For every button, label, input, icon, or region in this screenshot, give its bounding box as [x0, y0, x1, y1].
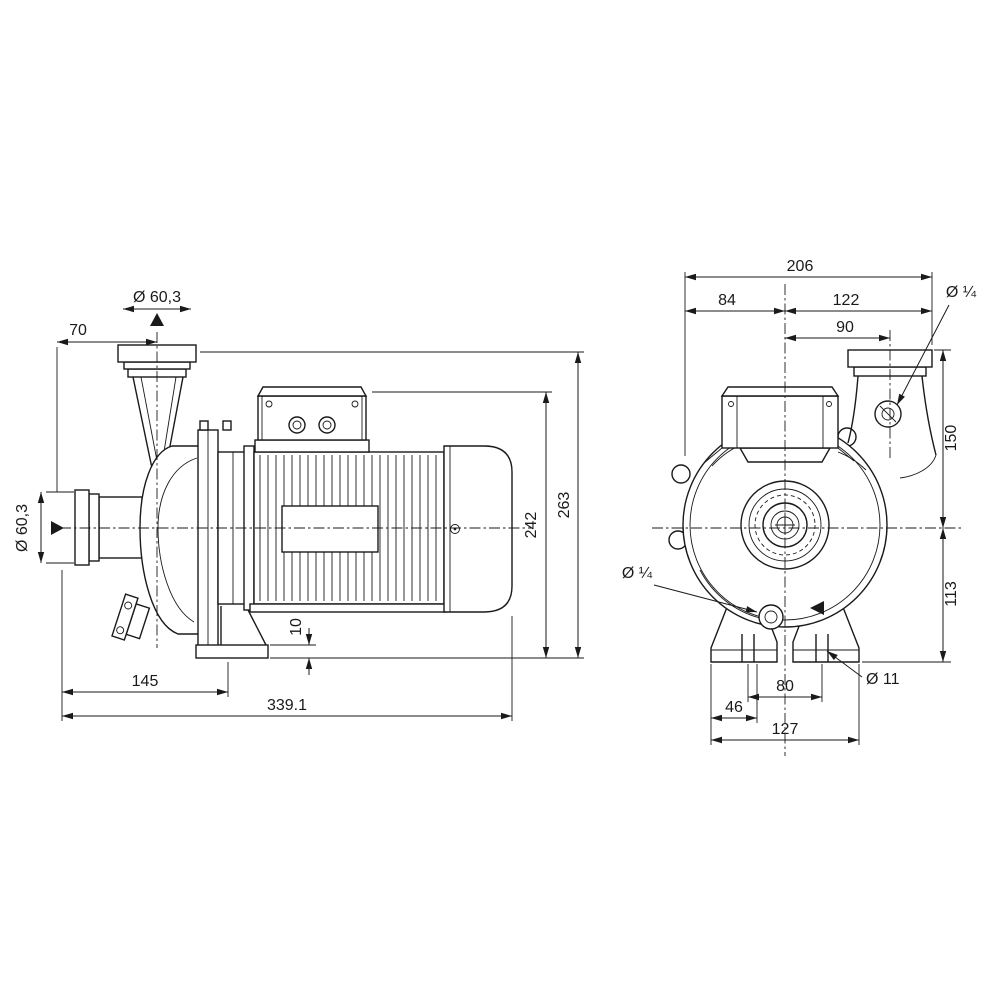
dim-label: 122 [833, 292, 860, 309]
dim-plug-top: Ø ¼ [896, 284, 977, 406]
lid-screw-icon [351, 400, 359, 408]
suction-pipe [74, 489, 143, 566]
dim-90: 90 [785, 319, 890, 342]
dim-label: 145 [132, 673, 159, 690]
dim-84: 84 [685, 292, 785, 315]
dim-127: 127 [711, 664, 860, 745]
volute-lug [671, 464, 691, 484]
dim-145: 145 [61, 570, 229, 697]
terminal-box-lid [720, 386, 840, 397]
leader-line [896, 304, 950, 406]
lid-screw-icon [728, 401, 734, 407]
dim-label: Ø 11 [866, 671, 900, 688]
fan-cover [443, 445, 513, 613]
dim-242: 242 [372, 391, 552, 658]
dim-339-1: 339.1 [61, 616, 513, 721]
dim-plug-drain: Ø ¼ [622, 565, 758, 613]
dim-hole-diameter: Ø 11 [826, 650, 900, 688]
dim-label: 10 [288, 618, 305, 636]
flow-up-icon [150, 313, 164, 326]
dim-label: 84 [718, 292, 736, 309]
terminal-box-lid [256, 386, 368, 397]
side-view-dimensions: 70 Ø 60,3 Ø 60,3 145 339.1 10 [14, 289, 584, 721]
side-view-drawing [60, 332, 532, 659]
bolt-icon [116, 626, 125, 635]
dim-label: 127 [772, 721, 799, 738]
mounting-slot-left [741, 634, 755, 662]
top-port [132, 376, 184, 474]
dim-122: 122 [785, 292, 932, 315]
dim-113: 113 [862, 528, 960, 663]
dim-label: Ø ¼ [622, 565, 653, 582]
leader-line [653, 584, 758, 613]
bolt-icon [124, 601, 133, 610]
lid-screw-icon [826, 401, 832, 407]
dim-70: 70 [56, 322, 157, 492]
dim-label: 90 [836, 319, 854, 336]
foot-plate [195, 644, 269, 659]
dim-diameter-left-port: Ø 60,3 [14, 491, 74, 564]
drain-boss [111, 593, 151, 641]
bolt-head [199, 420, 209, 431]
nameplate [281, 505, 379, 553]
lid-screw-icon [265, 400, 273, 408]
dim-label: 150 [943, 425, 960, 452]
front-view-drawing [652, 284, 964, 756]
dim-80: 80 [747, 664, 823, 702]
dim-label: 70 [69, 322, 87, 339]
bolt-head [222, 420, 232, 431]
leader-line [826, 650, 863, 678]
flow-right-icon [51, 521, 64, 535]
dim-label: 339.1 [267, 697, 307, 714]
terminal-box-front [703, 386, 855, 464]
dim-diameter-top-port: Ø 60,3 [123, 289, 191, 326]
dim-label: 80 [776, 678, 794, 695]
dim-label: 263 [556, 492, 573, 519]
drain-plug [758, 601, 824, 630]
cable-gland-icon [288, 416, 306, 434]
dim-label: Ø ¼ [946, 284, 977, 301]
dim-label: Ø 60,3 [133, 289, 181, 306]
drain-arrow-icon [810, 601, 824, 615]
dim-label: 242 [523, 512, 540, 539]
suction-flange [74, 489, 90, 566]
dim-46: 46 [710, 664, 758, 745]
dim-150: 150 [934, 349, 960, 528]
dim-label: 206 [787, 258, 814, 275]
dim-label: 46 [725, 699, 743, 716]
dim-label: 113 [943, 581, 960, 607]
bolt-icon [450, 524, 460, 534]
dim-label: Ø 60,3 [14, 504, 31, 552]
dim-263: 263 [200, 351, 584, 659]
cable-gland-icon [318, 416, 336, 434]
motor-body [243, 445, 447, 613]
front-view-dimensions: 206 84 122 90 Ø ¼ 150 113 [622, 258, 977, 745]
terminal-box [254, 386, 370, 453]
dim-206: 206 [684, 258, 933, 456]
